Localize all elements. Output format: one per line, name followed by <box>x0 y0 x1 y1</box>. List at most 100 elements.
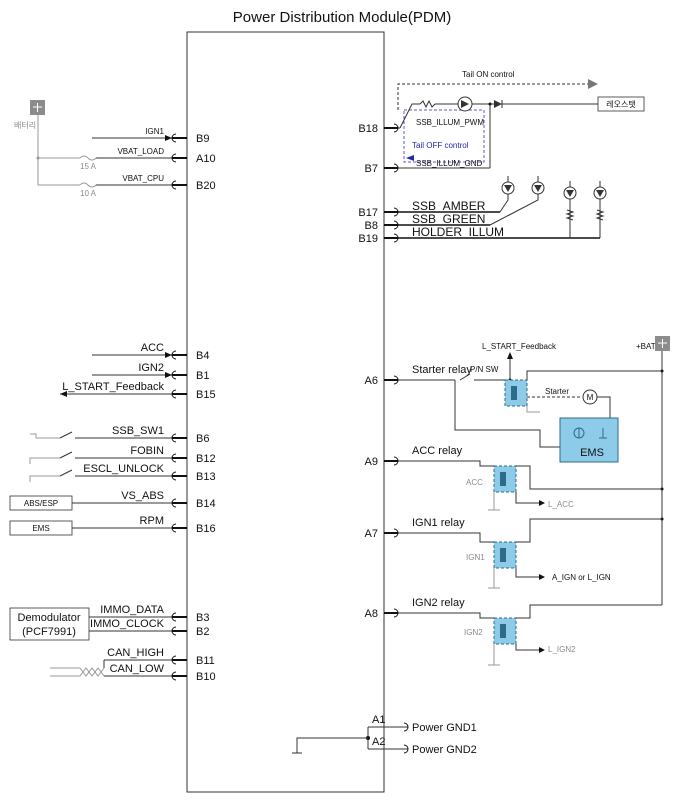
ign2-output-label: L_IGN2 <box>548 645 576 654</box>
left-signal-label: IGN2 <box>138 362 164 374</box>
right-signal-label: HOLDER_ILLUM <box>412 225 504 239</box>
pdm-module-box <box>186 31 385 793</box>
pin-socket-icon <box>171 180 177 190</box>
fuse-15a-label: 15 A <box>80 162 97 171</box>
rheostat-label: 레오스탯 <box>606 99 635 109</box>
relay-pin-label: A9 <box>365 456 378 468</box>
pin-socket-icon <box>403 722 409 732</box>
left-signal-label: FOBIN <box>130 445 164 457</box>
ems-module-label: EMS <box>580 447 604 459</box>
tail-on-label: Tail ON control <box>462 70 515 79</box>
left-signal-label: CAN_LOW <box>110 663 165 675</box>
demodulator-box <box>9 607 90 641</box>
relay-pin-label: A7 <box>365 528 378 540</box>
pin-socket-icon <box>393 233 399 243</box>
pin-socket-icon <box>393 123 399 133</box>
left-signal-label: ESCL_UNLOCK <box>83 463 164 475</box>
left-pin-label: B9 <box>196 133 209 145</box>
left-pin-label: B3 <box>196 612 209 624</box>
led-cluster-icon <box>489 176 607 238</box>
fuse-15a-icon <box>79 155 97 161</box>
left-pin-label: B1 <box>196 370 209 382</box>
pin-socket-icon <box>171 498 177 508</box>
left-pin-label: B20 <box>196 180 216 192</box>
ssb-illum-gnd: SSB_ILLUM_GND <box>416 159 482 168</box>
pin-socket-icon <box>171 612 177 622</box>
pin-socket-icon <box>393 220 399 230</box>
left-signal-label: VS_ABS <box>121 490 164 502</box>
l-start-feedback-label: L_START_Feedback <box>482 342 557 351</box>
ign2-coil-label: IGN2 <box>464 628 483 637</box>
left-signal-label: IMMO_DATA <box>100 604 164 616</box>
left-pin-label: B4 <box>196 350 209 362</box>
pin-socket-icon <box>393 528 399 538</box>
fobin-switch-icon <box>29 451 172 464</box>
gnd-label: Power GND2 <box>412 744 477 756</box>
right-pin-label: B7 <box>365 163 378 175</box>
fuse-10a-icon <box>79 182 97 188</box>
ems-module-box <box>559 417 619 463</box>
starter-label: Starter <box>545 387 569 396</box>
ign1-output-label: A_IGN or L_IGN <box>552 573 611 582</box>
relay-pin-label: A6 <box>365 375 378 387</box>
left-pin-label: B15 <box>196 389 216 401</box>
pin-socket-icon <box>403 744 409 754</box>
right-signal-label: SSB_AMBER <box>412 199 486 213</box>
fuse-10a-label: 10 A <box>80 189 97 198</box>
pin-socket-icon <box>171 671 177 681</box>
left-pin-label: B12 <box>196 453 216 465</box>
gnd-label: Power GND1 <box>412 722 477 734</box>
pin-socket-icon <box>393 375 399 385</box>
abs-esp-label: ABS/ESP <box>24 499 58 508</box>
left-pin-label: B11 <box>196 655 215 667</box>
left-pin-label: B2 <box>196 626 209 638</box>
pin-socket-icon <box>171 655 177 665</box>
left-signal-label: SSB_SW1 <box>112 425 164 437</box>
left-signal-label: IGN1 <box>145 127 164 136</box>
right-pin-label: B18 <box>358 123 378 135</box>
ssb-illum-pwm: SSB_ILLUM_PWM <box>416 118 484 127</box>
relay-name-label: ACC relay <box>412 445 463 457</box>
bat-label: +BAT <box>636 342 656 351</box>
ssb-switch-icon <box>30 431 172 439</box>
left-pin-label: B14 <box>196 498 216 510</box>
left-pin-label: B16 <box>196 523 216 535</box>
gnd-pin-label: A2 <box>372 736 385 748</box>
can-twisted-pair-icon <box>50 659 172 677</box>
escl-switch-icon <box>29 469 172 482</box>
left-pin-label: B10 <box>196 671 216 683</box>
pin-socket-icon <box>171 133 177 143</box>
gnd-pin-label: A1 <box>372 714 385 726</box>
demodulator-line2: (PCF7991) <box>22 626 76 638</box>
battery-icon <box>30 100 45 115</box>
right-signal-label: SSB_GREEN <box>412 212 485 226</box>
pin-socket-icon <box>171 370 177 380</box>
left-pin-label: A10 <box>196 153 216 165</box>
left-signal-label: VBAT_CPU <box>122 174 164 183</box>
left-signal-label: ACC <box>141 342 164 354</box>
ign1-coil-label: IGN1 <box>466 553 485 562</box>
left-pin-label: B13 <box>196 471 216 483</box>
acc-coil-label: ACC <box>466 478 483 487</box>
resistor-icon <box>419 99 436 109</box>
tail-off-label: Tail OFF control <box>412 141 469 150</box>
left-signal-label: IMMO_CLOCK <box>90 618 165 630</box>
pin-socket-icon <box>393 207 399 217</box>
relay-name-label: IGN1 relay <box>412 517 465 529</box>
bat-icon <box>655 336 670 351</box>
tail-on-arrow <box>397 83 590 110</box>
relay-name-label: Starter relay <box>412 364 472 376</box>
left-signal-label: VBAT_LOAD <box>117 147 164 156</box>
left-signal-label: CAN_HIGH <box>107 647 164 659</box>
right-pin-label: B17 <box>358 207 378 219</box>
pin-socket-icon <box>171 471 177 481</box>
diagram-title: Power Distribution Module(PDM) <box>233 9 451 26</box>
relay-name-label: IGN2 relay <box>412 597 465 609</box>
pin-socket-icon <box>171 153 177 163</box>
right-pin-label: B19 <box>358 233 378 245</box>
left-signal-label: L_START_Feedback <box>62 381 164 393</box>
battery-label: 배터리 <box>14 121 36 130</box>
acc-output-label: L_ACC <box>548 500 574 509</box>
ems-box-label: EMS <box>32 524 49 533</box>
